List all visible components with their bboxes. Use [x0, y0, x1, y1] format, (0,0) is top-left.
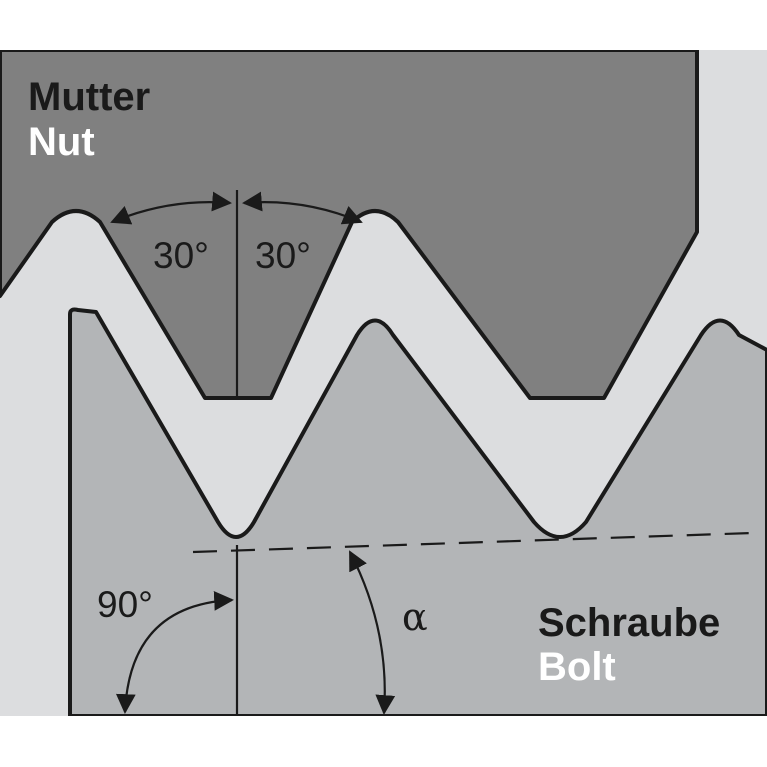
- dashed-reference-line: [192, 531, 753, 554]
- label-angle-alpha: α: [402, 595, 428, 639]
- bottom-border: [0, 716, 767, 767]
- angle-arc-90: [115, 590, 234, 714]
- label-nut-english: Nut: [28, 120, 95, 164]
- label-bolt-english: Bolt: [538, 645, 616, 689]
- label-angle-30-left: 30°: [153, 235, 209, 276]
- top-border: [0, 0, 767, 50]
- bolt-body: [68, 307, 767, 718]
- angle-arc-alpha: [349, 550, 396, 715]
- angle-arc-right: [242, 191, 363, 225]
- label-nut-german: Mutter: [28, 75, 150, 119]
- label-angle-30-right: 30°: [255, 235, 311, 276]
- label-bolt-german: Schraube: [538, 601, 720, 645]
- label-angle-90: 90°: [97, 584, 153, 625]
- angle-arc-left: [110, 191, 232, 225]
